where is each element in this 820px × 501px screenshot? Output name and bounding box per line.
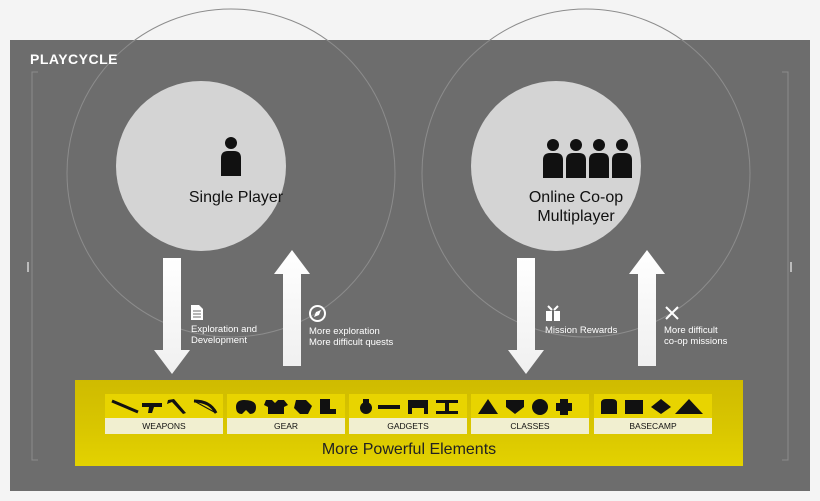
coop-label: Online Co-op Multiplayer [476,188,676,226]
note-coop-missions: More difficult co-op missions [664,305,727,347]
bracket-left [31,71,38,461]
document-icon [191,305,203,320]
outer-ring-right [421,8,751,338]
coop-label-line1: Online Co-op [528,189,624,206]
person-icon [221,137,241,176]
single-player-circle [116,81,286,251]
group-icon [543,139,632,178]
category-classes-label: CLASSES [471,418,589,434]
note-more-exploration-line2: More difficult quests [309,337,394,348]
note-coop-missions-line1: More difficult [664,325,718,336]
weapons-icon [105,394,223,418]
note-more-exploration-line1: More exploration [309,326,380,337]
note-mission-rewards: Mission Rewards [545,305,617,336]
category-gadgets-label: GADGETS [349,418,467,434]
arrow-down-right [508,258,544,374]
arrow-up-right [629,250,665,366]
bracket-right [782,71,789,461]
single-player-label: Single Player [188,189,284,206]
category-gear-label: GEAR [227,418,345,434]
note-coop-missions-line2: co-op missions [664,336,728,347]
gift-icon [546,305,560,321]
elements-title: More Powerful Elements [321,441,497,458]
classes-icon [471,394,589,418]
compass-icon [309,305,326,322]
category-gadgets: GADGETS [349,394,467,434]
diagram-title: PLAYCYCLE [30,51,119,67]
category-weapons-label: WEAPONS [105,418,223,434]
arrow-down-left [154,258,190,374]
category-classes: CLASSES [471,394,589,434]
outer-ring-left [66,8,396,338]
category-gear: GEAR [227,394,345,434]
crossed-swords-icon [665,306,679,320]
category-basecamp-label: BASECAMP [594,418,712,434]
gadgets-icon [349,394,467,418]
category-weapons: WEAPONS [105,394,223,434]
basecamp-icon [594,394,712,418]
note-exploration-line2: Development [191,335,247,346]
note-more-exploration: More exploration More difficult quests [309,305,393,348]
category-basecamp: BASECAMP [594,394,712,434]
arrow-up-left [274,250,310,366]
note-mission-rewards-line1: Mission Rewards [545,325,618,336]
note-exploration-line1: Exploration and [191,324,258,335]
coop-label-line2: Multiplayer [537,208,615,225]
note-exploration: Exploration and Development [191,305,257,346]
gear-icon [227,394,345,418]
